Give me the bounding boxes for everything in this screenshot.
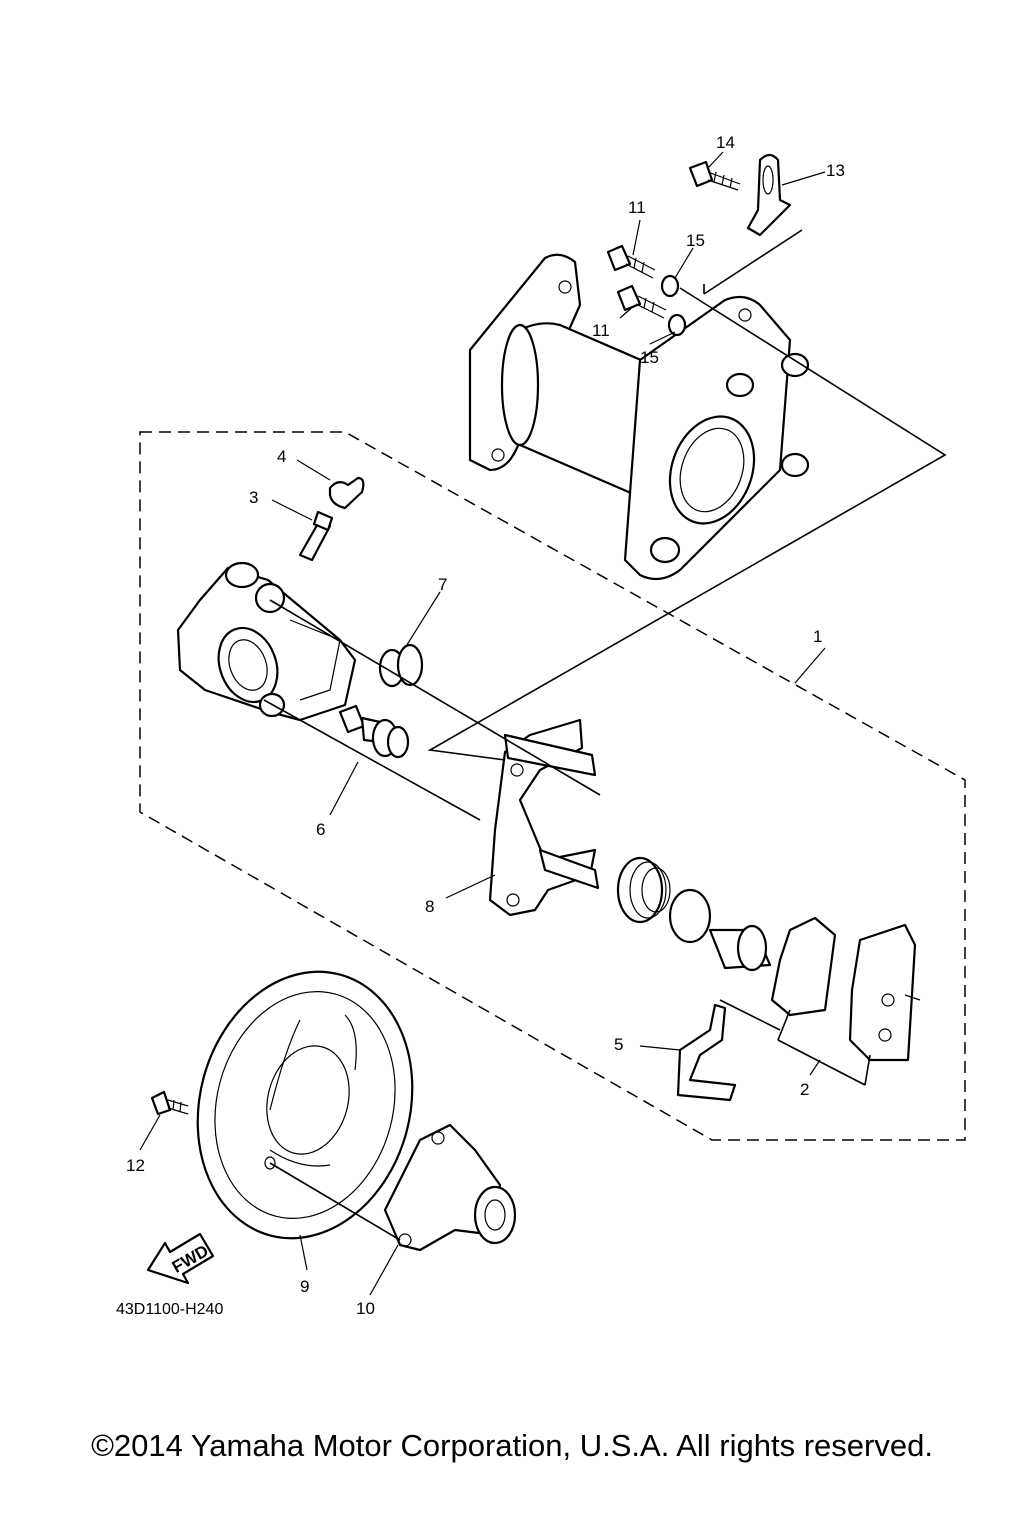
caliper-body xyxy=(176,561,357,722)
callout-5: 5 xyxy=(614,1035,623,1054)
drawing-code: 43D1100-H240 xyxy=(116,1301,223,1318)
copyright-notice: ©2014 Yamaha Motor Corporation, U.S.A. A… xyxy=(91,1428,933,1463)
callout-11-lower: 11 xyxy=(592,321,610,340)
leader-lines xyxy=(139,151,826,1296)
callout-11-upper: 11 xyxy=(628,198,646,217)
part-14-screw xyxy=(688,160,741,191)
part-5-spring-clip xyxy=(676,1003,737,1102)
part-7-boot xyxy=(378,643,424,688)
part-9-brake-disc xyxy=(196,970,414,1240)
callout-15-upper: 15 xyxy=(686,231,705,250)
piston-seal xyxy=(668,888,712,944)
fwd-arrow: FWD xyxy=(146,1232,215,1285)
callout-7: 7 xyxy=(438,575,447,594)
part-15-washer-lower xyxy=(667,313,687,337)
part-6-pin xyxy=(338,704,410,759)
callout-15-lower: 15 xyxy=(640,348,659,367)
callout-12: 12 xyxy=(126,1156,145,1175)
callout-8: 8 xyxy=(425,897,434,916)
part-8-caliper-bracket xyxy=(488,718,600,917)
callout-10: 10 xyxy=(356,1299,375,1318)
callout-2: 2 xyxy=(800,1080,809,1099)
part-15-washer-upper xyxy=(660,274,680,298)
callout-14: 14 xyxy=(716,133,735,152)
part-11-bolt-upper xyxy=(606,244,656,279)
part-13-clip xyxy=(746,153,792,237)
part-10-hub xyxy=(383,1123,517,1252)
piston xyxy=(708,924,772,972)
callout-4: 4 xyxy=(277,447,286,466)
callout-6: 6 xyxy=(316,820,325,839)
callout-3: 3 xyxy=(249,488,258,507)
callout-13: 13 xyxy=(826,161,845,180)
part-3-bleed-screw xyxy=(298,510,334,562)
guide-lines xyxy=(263,229,947,1241)
callout-1: 1 xyxy=(813,627,822,646)
part-2-brake-pads xyxy=(770,916,921,1062)
part-11-bolt-lower xyxy=(616,284,667,319)
piston-boot xyxy=(616,856,671,924)
part-12-screw xyxy=(150,1090,189,1116)
assembly-boundary xyxy=(139,431,966,1141)
part-4-cap xyxy=(328,476,365,510)
callout-9: 9 xyxy=(300,1277,309,1296)
axle-bracket xyxy=(468,253,810,581)
